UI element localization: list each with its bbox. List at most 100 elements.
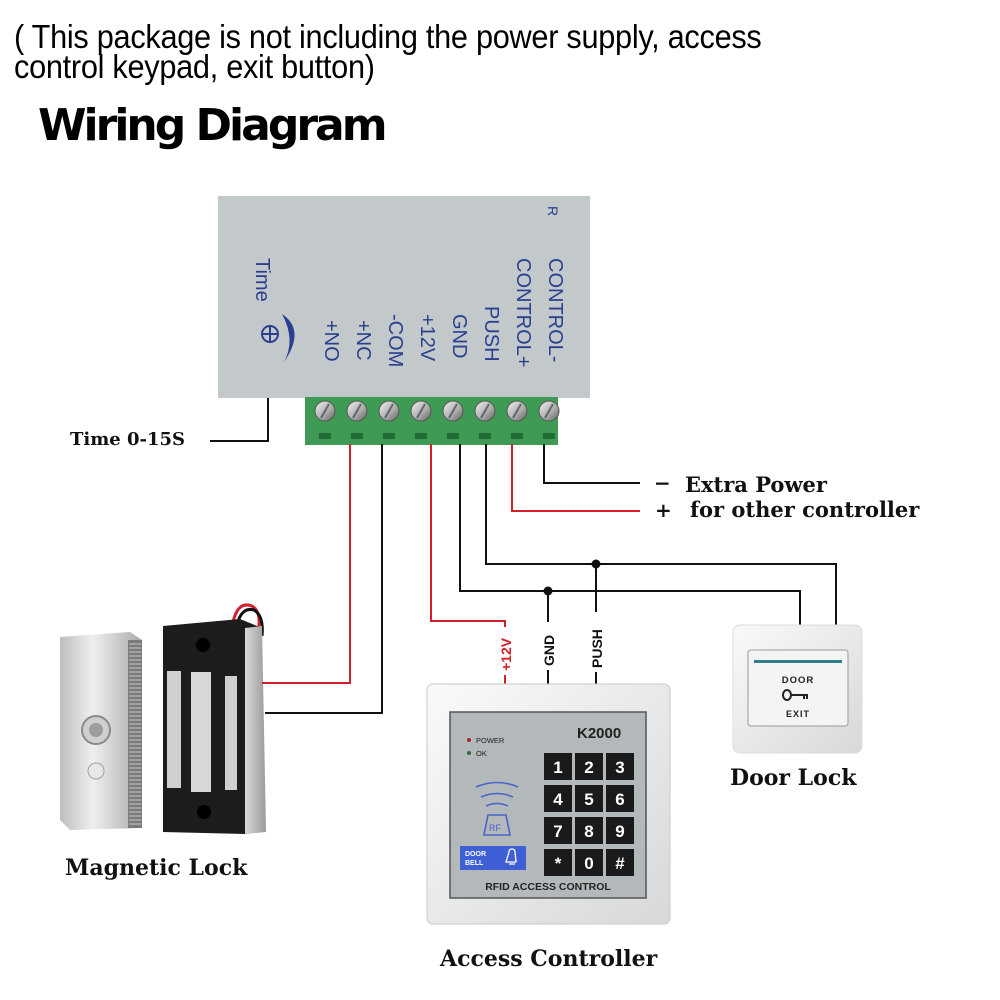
keypad-key[interactable] <box>606 817 634 844</box>
door-lock-label: Door Lock <box>730 765 857 791</box>
doorbell-line-1: DOOR <box>465 851 486 858</box>
wire-label-gnd: GND <box>541 635 557 666</box>
label-gap-push <box>586 612 606 672</box>
controller-partial-mark: R <box>545 206 561 216</box>
wire-slot <box>319 433 331 439</box>
label-gap-gnd <box>538 622 558 670</box>
keypad-key-label: 3 <box>615 758 624 777</box>
coil-strip-center <box>191 672 211 792</box>
terminal-label-control-minus: CONTROL- <box>544 258 566 362</box>
screw-slot <box>416 403 426 419</box>
keypad-key[interactable] <box>606 849 634 876</box>
wire-push-to-door-lock <box>485 444 837 625</box>
terminal-block <box>305 397 560 445</box>
lock-lead-black <box>234 607 264 637</box>
rf-tag-icon <box>483 814 511 836</box>
wire-slot <box>415 433 427 439</box>
terminal-label-com: -COM <box>384 314 406 367</box>
ok-led-label: OK <box>476 749 487 758</box>
wire-gnd-to-door-lock <box>459 444 801 625</box>
terminal-label-gnd: GND <box>448 314 470 358</box>
armature-pin <box>87 762 105 780</box>
screw-slot <box>448 403 458 419</box>
gnd-junction-dot <box>543 586 553 596</box>
time-callout-line <box>210 398 269 442</box>
wire-slot <box>383 433 395 439</box>
lock-lead-red <box>230 603 261 633</box>
keypad-key-label: 6 <box>615 790 624 809</box>
magnetic-lock-image <box>60 603 266 834</box>
wire-control-plus <box>511 444 640 512</box>
coil-strip-left <box>167 671 181 788</box>
wire-label-push: PUSH <box>589 629 605 668</box>
keypad-key[interactable] <box>575 849 603 876</box>
wire-slot <box>479 433 491 439</box>
keypad-key[interactable] <box>544 753 572 780</box>
door-exit-button-image: DOOR EXIT <box>732 624 863 754</box>
package-note-line-1: ( This package is not including the powe… <box>14 18 762 55</box>
electromagnet-side <box>245 626 266 834</box>
mount-screw-bottom <box>197 805 211 819</box>
exit-button-face[interactable] <box>747 649 849 727</box>
controller-housing <box>218 196 590 398</box>
keypad-key-label: 9 <box>615 822 624 841</box>
screw-slot <box>544 403 554 419</box>
keypad-key[interactable] <box>606 753 634 780</box>
screw-slot <box>480 403 490 419</box>
bell-icon <box>505 848 517 865</box>
exit-button-indicator <box>754 660 842 663</box>
keypad-key-label: 5 <box>584 790 593 809</box>
rf-label: RF <box>489 823 501 833</box>
time-label: Time <box>251 258 273 302</box>
keypad-key[interactable] <box>544 817 572 844</box>
model-label: K2000 <box>577 725 621 742</box>
keypad-key-label: 1 <box>553 758 562 777</box>
wire-slot <box>447 433 459 439</box>
keypad-key-label: 8 <box>584 822 593 841</box>
keypad-key-label: # <box>615 854 625 873</box>
keypad-key-label: 0 <box>584 854 593 873</box>
wire-slot <box>511 433 523 439</box>
power-led-label: POWER <box>476 736 505 745</box>
exit-button-text-top: DOOR <box>782 675 815 686</box>
package-note: ( This package is not including the powe… <box>14 18 762 85</box>
coil-strip-right <box>225 676 237 790</box>
doorbell-line-2: BELL <box>465 860 484 867</box>
extra-power-label: Extra Power <box>685 472 827 497</box>
screw-slot <box>512 403 522 419</box>
keypad-key[interactable] <box>575 785 603 812</box>
electromagnet-body <box>163 619 262 834</box>
wire-slot <box>351 433 363 439</box>
rfid-waves-icon <box>475 781 519 807</box>
extra-power-minus-sign: − <box>654 471 671 495</box>
keypad-key[interactable] <box>544 849 572 876</box>
keypad-key[interactable] <box>544 785 572 812</box>
access-controller-label: Access Controller <box>440 946 658 972</box>
keypad-key-label: 4 <box>553 790 563 809</box>
diagram-title: Wiring Diagram <box>38 100 388 151</box>
keypad-key[interactable] <box>575 753 603 780</box>
armature-ridges <box>128 640 142 828</box>
push-junction-dot <box>591 559 601 569</box>
wire-label-12v: +12V <box>498 637 514 671</box>
exit-button-text-bottom: EXIT <box>786 709 810 719</box>
package-note-line-2: control keypad, exit button) <box>14 48 375 85</box>
keypad-key-label: 7 <box>553 822 562 841</box>
label-gap-12v <box>495 627 515 675</box>
rotation-arc-icon <box>282 314 295 362</box>
screw-slot <box>320 403 330 419</box>
ok-led-icon <box>467 751 471 755</box>
terminal-label-12v: +12V <box>416 314 438 362</box>
time-adjust: Time <box>251 258 295 362</box>
for-other-controller-label: for other controller <box>690 497 920 522</box>
keypad-key[interactable] <box>575 817 603 844</box>
keypad-key[interactable] <box>606 785 634 812</box>
magnetic-lock-label: Magnetic Lock <box>65 855 248 881</box>
wire-nc-to-magnetic-lock <box>265 444 351 684</box>
time-callout-label: Time 0-15S <box>70 429 186 450</box>
terminal-label-control-plus: CONTROL+ <box>512 258 534 367</box>
